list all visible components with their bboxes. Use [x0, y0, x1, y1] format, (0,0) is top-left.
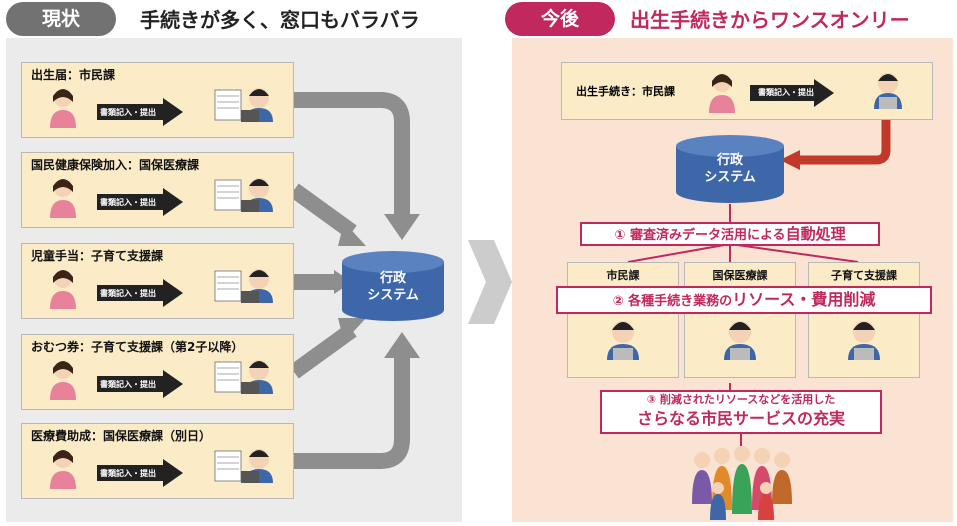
right-system-label: 行政 システム [676, 152, 784, 186]
flow-arrow-4 [289, 323, 357, 379]
citizen-icon [50, 179, 76, 218]
flow-arrow-5 [294, 352, 410, 469]
busy-clerk-icon [214, 448, 274, 484]
step2-text: ② 各種手続き業務の [612, 294, 733, 309]
future-state-badge: 今後 [505, 2, 615, 36]
busy-clerk-icon [214, 87, 274, 123]
calm-clerk-icon [874, 73, 902, 109]
top-process-figures [709, 73, 902, 113]
step2-emphasis: リソース・費用削減 [732, 290, 876, 309]
dept-label: 子育て支援課 [831, 269, 897, 282]
flow-arrow-1-head [384, 214, 420, 240]
process-label: 出生届：市民課 [31, 68, 116, 82]
flow-arrow-5-head [384, 332, 420, 358]
process-box-diaper-voucher: おむつ券：子育て支援課（第2子以降） [21, 334, 294, 410]
process-label: 出生手続き：市民課 [576, 85, 675, 98]
process-label: 児童手当：子育て支援課 [31, 249, 164, 263]
process-label: おむつ券：子育て支援課（第2子以降） [31, 340, 244, 354]
process-label: 国民健康保険加入：国保医療課 [31, 158, 200, 172]
arrow-text: 書類記入・提出 [100, 108, 156, 117]
submit-arrow-icon [750, 79, 834, 107]
top-to-system-arrow [780, 120, 891, 170]
top-process-box: 出生手続き：市民課 書類記入・提出 [561, 62, 933, 120]
arrow-text: 書類記入・提出 [100, 469, 156, 478]
flow-arrow-2-head [338, 222, 366, 246]
calm-clerk-icon [848, 321, 880, 360]
citizen-icon [50, 89, 76, 128]
citizen-icon [50, 450, 76, 489]
arrow-text: 書類記入・提出 [758, 88, 814, 97]
future-state-heading: 出生手続きからワンスオンリー [630, 8, 910, 32]
arrow-text: 書類記入・提出 [100, 198, 156, 207]
step1-text: ① 審査済みデータ活用による [614, 228, 786, 243]
dept-clerks [607, 321, 880, 360]
step1-banner: ① 審査済みデータ活用による自動処理 [580, 222, 880, 246]
system-label-line1: 行政 [716, 153, 743, 168]
citizen-icon [709, 74, 735, 113]
left-system-label: 行政 システム [342, 270, 444, 304]
system-label-line2: システム [704, 170, 756, 185]
step2-banner: ② 各種手続き業務のリソース・費用削減 [556, 286, 932, 314]
dept-label: 市民課 [606, 269, 640, 282]
left-system-cylinder [342, 251, 444, 321]
arrow-text: 書類記入・提出 [100, 380, 156, 389]
step3-text: ③ 削減されたリソースなどを活用した [646, 393, 836, 406]
flow-arrow-1 [294, 92, 410, 220]
calm-clerk-icon [607, 321, 639, 360]
current-state-heading: 手続きが多く、窓口もバラバラ [140, 8, 420, 32]
system-label-line2: システム [367, 288, 419, 303]
left-box-figures [50, 87, 274, 489]
citizen-icon [50, 361, 76, 400]
dept-label: 国保医療課 [712, 269, 768, 282]
dept-box-childcare: 子育て支援課 [808, 262, 920, 378]
system-label-line1: 行政 [379, 271, 406, 286]
current-state-badge: 現状 [6, 2, 116, 36]
flow-arrow-4-head [338, 318, 366, 342]
busy-clerk-icon [214, 359, 274, 395]
citizen-icon [50, 270, 76, 309]
step3-emphasis: さらなる市民サービスの充実 [636, 409, 845, 428]
flow-arrow-2 [289, 183, 357, 239]
busy-clerk-icon [214, 177, 274, 213]
happy-citizens-illustration [692, 446, 792, 520]
calm-clerk-icon [724, 321, 756, 360]
family-icon [692, 446, 792, 520]
next-chevron [468, 240, 512, 324]
step1-emphasis: 自動処理 [785, 225, 846, 243]
step3-banner: ③ 削減されたリソースなどを活用した さらなる市民サービスの充実 [600, 390, 882, 434]
arrow-text: 書類記入・提出 [100, 289, 156, 298]
busy-clerk-icon [214, 268, 274, 304]
right-system-cylinder [676, 135, 784, 203]
process-label: 医療費助成：国保医療課（別日） [31, 429, 212, 443]
